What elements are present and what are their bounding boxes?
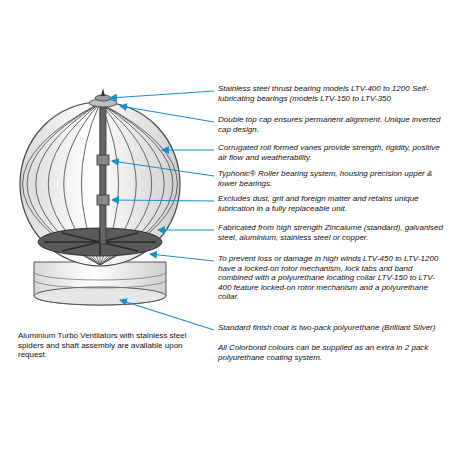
callout-text: Fabricated from high strength Zincalume … — [218, 223, 446, 242]
callout-text: Stainless steel thrust bearing models LT… — [218, 84, 446, 103]
callout-text: Corrugated roll formed vanes provide str… — [218, 143, 446, 162]
callout-text: To prevent loss or damage in high winds … — [218, 254, 446, 302]
base-throat — [34, 262, 166, 305]
callout-text: Standard finish coat is two-pack polyure… — [218, 323, 446, 333]
shaft — [89, 88, 117, 244]
callout-text: Excludes dust, grit and foreign matter a… — [218, 194, 446, 213]
callout-text: All Colorbond colours can be supplied as… — [218, 343, 446, 362]
note-text: Aluminium Turbo Ventilators with stainle… — [18, 331, 198, 360]
leader-lines — [110, 91, 214, 330]
callout-text: Double top cap ensures permanent alignme… — [218, 115, 446, 134]
callout-text: Typhonic® Roller bearing system, housing… — [218, 169, 446, 188]
